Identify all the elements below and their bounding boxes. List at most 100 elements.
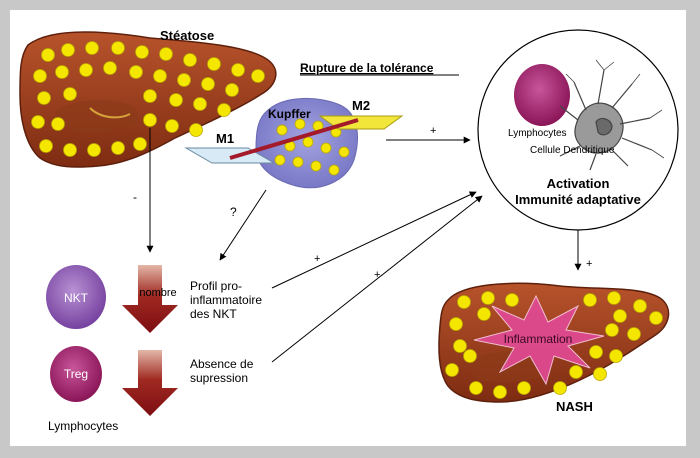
fat-droplet: [310, 160, 322, 172]
fat-droplet: [294, 118, 306, 130]
fat-droplet: [493, 385, 507, 399]
fat-droplet: [553, 381, 567, 395]
fat-droplet: [85, 41, 99, 55]
fat-droplet: [225, 83, 239, 97]
treg-label: Treg: [64, 367, 88, 381]
minus-label: -: [133, 190, 137, 204]
m1-m2-bar: [229, 118, 359, 160]
fat-droplet: [589, 345, 603, 359]
steatosis-liver: [19, 31, 277, 168]
fat-droplet: [165, 119, 179, 133]
inflammation-label: Inflammation: [504, 332, 573, 346]
fat-droplet: [609, 349, 623, 363]
fat-droplet: [159, 47, 173, 61]
fat-droplet: [111, 141, 125, 155]
fat-droplet: [627, 327, 641, 341]
fat-droplet: [63, 87, 77, 101]
fat-droplet: [111, 41, 125, 55]
fat-droplet: [302, 136, 314, 148]
arrow-profil-to-immunity: [271, 191, 477, 289]
absence-line-1: Absence de: [190, 357, 254, 371]
fat-droplet: [477, 307, 491, 321]
fat-droplet: [251, 69, 265, 83]
fat-droplet: [79, 63, 93, 77]
fat-droplet: [143, 113, 157, 127]
rupture-label: Rupture de la tolérance: [300, 61, 434, 75]
dendritic-cell: [559, 59, 665, 171]
fat-droplet: [633, 299, 647, 313]
fat-droplet: [320, 142, 332, 154]
fat-droplet: [41, 48, 55, 62]
m2-label: M2: [352, 98, 370, 113]
plus-nash-label: +: [586, 258, 592, 270]
steatose-label: Stéatose: [160, 28, 214, 43]
fat-droplet: [463, 349, 477, 363]
fat-droplet: [207, 57, 221, 71]
nkt-label: NKT: [64, 291, 89, 305]
treg-cell: [50, 346, 102, 402]
arrow-kupffer-to-nkt: [219, 189, 267, 261]
fat-droplet: [449, 317, 463, 331]
fat-droplet: [505, 293, 519, 307]
fat-droplet: [445, 363, 459, 377]
fat-droplet: [469, 381, 483, 395]
fat-droplet: [569, 365, 583, 379]
absence-line-2: supression: [190, 371, 248, 385]
profil-line-1: Profil pro-: [190, 279, 242, 293]
kupffer-fat-droplets: [274, 118, 350, 176]
plus-top-label: +: [430, 125, 436, 137]
immunite-label: Immunité adaptative: [515, 192, 641, 207]
fat-droplet: [31, 115, 45, 129]
fat-droplet: [135, 45, 149, 59]
fat-droplet: [276, 124, 288, 136]
fat-droplet: [274, 154, 286, 166]
activation-label: Activation: [547, 176, 610, 191]
fat-droplet: [63, 143, 77, 157]
nash-label: NASH: [556, 399, 593, 414]
fat-droplet: [143, 89, 157, 103]
lymphocyte-top-cell: [514, 64, 570, 126]
fat-droplet: [61, 43, 75, 57]
fat-droplet: [129, 65, 143, 79]
fat-droplet: [87, 143, 101, 157]
fat-droplet: [55, 65, 69, 79]
kupffer-label: Kupffer: [268, 107, 311, 121]
fat-droplet: [39, 139, 53, 153]
fat-droplet: [605, 323, 619, 337]
question-label: ?: [230, 205, 237, 219]
inflammation-burst: [473, 294, 605, 386]
fat-droplet: [481, 291, 495, 305]
fat-droplet: [613, 309, 627, 323]
nkt-cell: [46, 265, 106, 329]
fat-droplet: [177, 73, 191, 87]
fat-droplet: [231, 63, 245, 77]
fat-droplet: [593, 367, 607, 381]
fat-droplet: [51, 117, 65, 131]
lymphocytes-top-label: Lymphocytes: [508, 128, 567, 139]
lymphocytes-bottom-label: Lymphocytes: [48, 419, 118, 433]
fat-droplet: [607, 291, 621, 305]
fat-droplet: [457, 295, 471, 309]
fat-droplet: [217, 103, 231, 117]
fat-droplet: [453, 339, 467, 353]
profil-line-3: des NKT: [190, 307, 237, 321]
dendritic-cell-label: Cellule Dendritique: [530, 145, 615, 156]
fat-droplet: [33, 69, 47, 83]
fat-droplet: [292, 156, 304, 168]
fat-droplet: [193, 97, 207, 111]
fat-droplet: [583, 293, 597, 307]
nash-fat-droplets: [445, 291, 663, 399]
m1-label: M1: [216, 131, 234, 146]
treg-decrease-arrow: [122, 350, 178, 416]
profil-line-2: inflammatoire: [190, 293, 262, 307]
fat-droplet: [103, 61, 117, 75]
nombre-label: nombre: [139, 287, 176, 299]
fat-droplet: [183, 53, 197, 67]
arrow-absence-to-immunity: [271, 195, 483, 363]
steatosis-fat-droplets: [31, 41, 265, 157]
fat-droplet: [169, 93, 183, 107]
plus-absence-label: +: [374, 269, 380, 281]
steatosis-liver-lobe: [55, 99, 139, 133]
